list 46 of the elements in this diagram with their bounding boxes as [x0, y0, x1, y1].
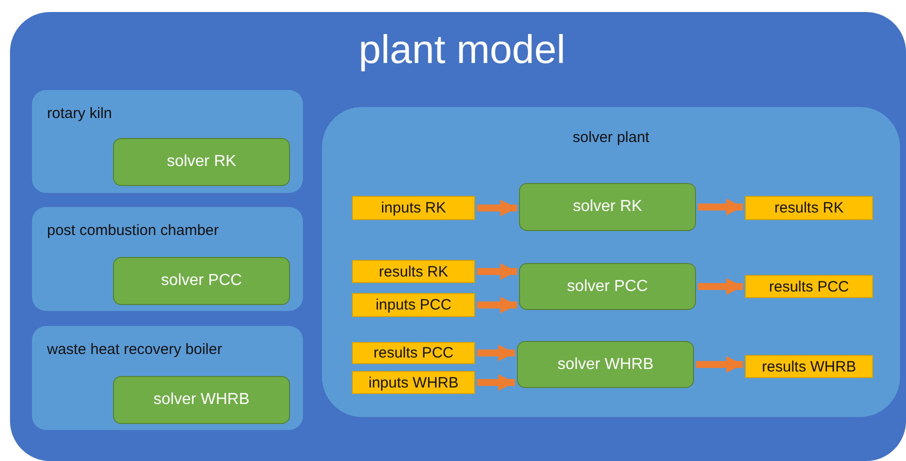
box-label: results RK [774, 200, 844, 216]
solver-box [113, 257, 290, 305]
panel-title: solver plant [572, 129, 650, 146]
box-label: solver RK [166, 153, 236, 171]
data-box [352, 260, 475, 283]
section-panel [32, 90, 303, 193]
data-box [352, 371, 475, 394]
box-label: results PCC [768, 278, 850, 295]
box-label: inputs RK [380, 200, 446, 216]
box-label: inputs WHRB [368, 374, 459, 391]
arrow [696, 356, 743, 373]
solver-box [113, 376, 290, 424]
solver-box [113, 138, 290, 186]
section-panel [322, 107, 900, 417]
data-box [352, 196, 475, 220]
solver-box [517, 341, 694, 388]
box-label: solver PCC [161, 272, 242, 290]
solver-box [519, 183, 696, 231]
box-label: solver WHRB [558, 356, 654, 374]
panel-title: rotary kiln [47, 105, 112, 122]
arrow [477, 344, 515, 362]
panel-title: post combustion chamber [47, 222, 219, 239]
box-label: solver PCC [567, 278, 648, 296]
box-label: solver WHRB [154, 391, 250, 409]
box-label: inputs PCC [376, 296, 452, 314]
arrow [477, 296, 517, 314]
box-label: solver RK [572, 198, 642, 216]
data-box [352, 293, 475, 317]
data-box [352, 342, 475, 364]
section-panel [32, 326, 303, 430]
box-label: results RK [378, 263, 448, 280]
box-label: results PCC [373, 344, 454, 362]
arrow [477, 263, 517, 280]
box-label: results WHRB [762, 358, 856, 375]
data-box [745, 196, 873, 220]
outer-panel [10, 12, 906, 461]
arrow [698, 198, 743, 216]
panel-title: waste heat recovery boiler [47, 341, 222, 358]
data-box [745, 275, 873, 298]
arrow [698, 278, 743, 295]
arrow [477, 200, 517, 216]
section-panel [32, 207, 303, 311]
data-box [745, 355, 873, 378]
arrow [477, 374, 515, 391]
solver-box [519, 263, 696, 310]
panel-title: plant model [358, 28, 566, 73]
